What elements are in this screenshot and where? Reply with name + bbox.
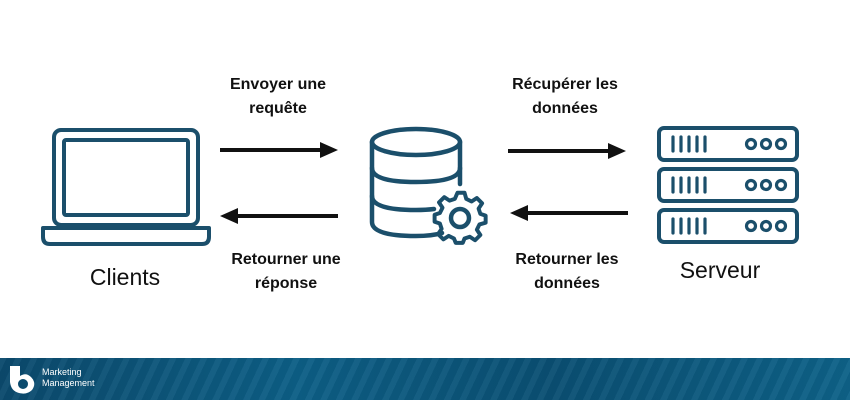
laptop-icon [41,128,211,246]
arrow-left-data [510,205,628,221]
arrow-right-fetch [508,143,626,159]
brand-name: Marketing Management [42,367,95,389]
arrow-left-response [220,208,338,224]
server-icon [657,126,799,244]
brand-line-1: Marketing [42,367,82,377]
server-label: Serveur [679,257,761,283]
database-gear-icon [369,126,488,245]
return-response-label: Retourner une réponse [231,251,341,292]
brand-logo-icon [10,366,35,394]
clients-label: Clients [89,264,161,290]
footer-band: Marketing Management [0,358,850,400]
send-request-label: Envoyer une requête [229,76,327,117]
brand-line-2: Management [42,378,95,388]
return-data-label: Retourner les données [515,251,619,292]
arrow-right-request [220,142,338,158]
gear-icon [432,190,488,245]
fetch-data-label: Récupérer les données [512,76,618,117]
